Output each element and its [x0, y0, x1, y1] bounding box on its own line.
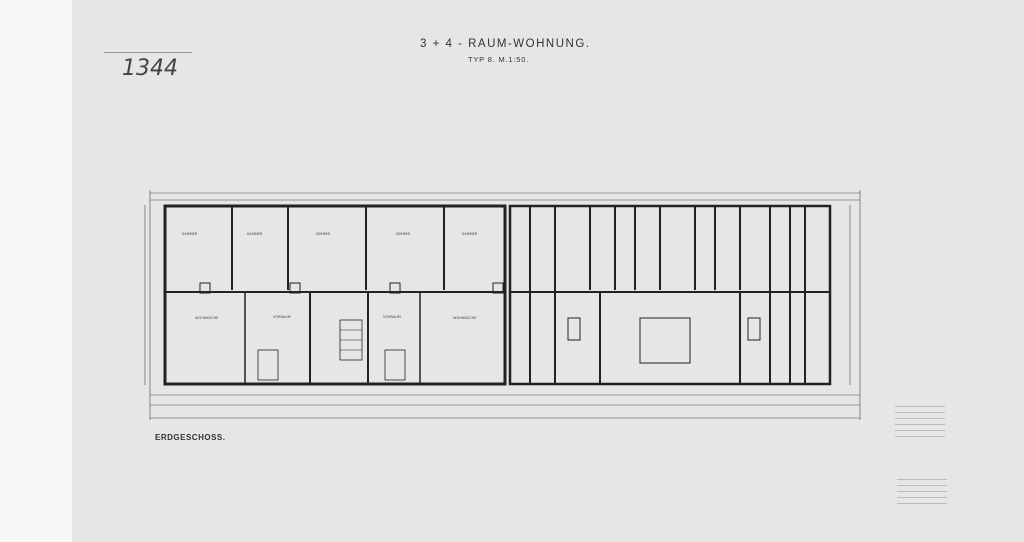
walls-left-units	[163, 204, 507, 386]
room-label-vorraum-1: VORRAUM	[273, 315, 291, 319]
drawing-sheet	[72, 0, 1024, 542]
illegible-notes-1	[895, 403, 945, 439]
drawing-title: 3 + 4 - RAUM-WOHNUNG.	[420, 38, 591, 50]
room-label-zimmer-1: ZIMMER	[316, 232, 331, 236]
room-label-wohnkueche-1: WOHNKÜCHE	[195, 316, 219, 320]
room-label-kammer-3: KAMMER	[462, 232, 478, 236]
dimension-lines	[144, 190, 861, 420]
drawing-subtitle: TYP 8. M.1:50.	[468, 55, 530, 64]
floor-label: ERDGESCHOSS.	[155, 433, 226, 442]
room-label-kammer-2: KAMMER	[247, 232, 263, 236]
walls-right-skeleton	[508, 204, 832, 386]
room-label-zimmer-2: ZIMMER	[396, 232, 411, 236]
room-label-wohnkueche-2: WOHNKÜCHE	[453, 316, 477, 320]
room-label-vorraum-2: VORRAUM	[383, 315, 401, 319]
sheet-number: 1344	[122, 56, 178, 81]
room-label-kammer-1: KAMMER	[182, 232, 198, 236]
sheet-number-rule	[104, 52, 192, 53]
illegible-notes-2	[897, 476, 947, 506]
paper-edge	[0, 0, 72, 542]
